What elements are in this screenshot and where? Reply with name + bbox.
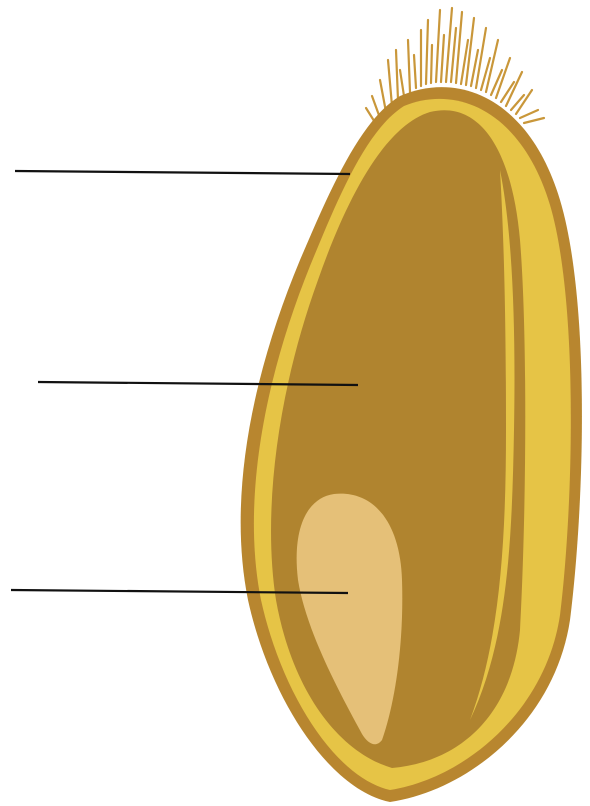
leader-line-bran [15, 171, 350, 174]
